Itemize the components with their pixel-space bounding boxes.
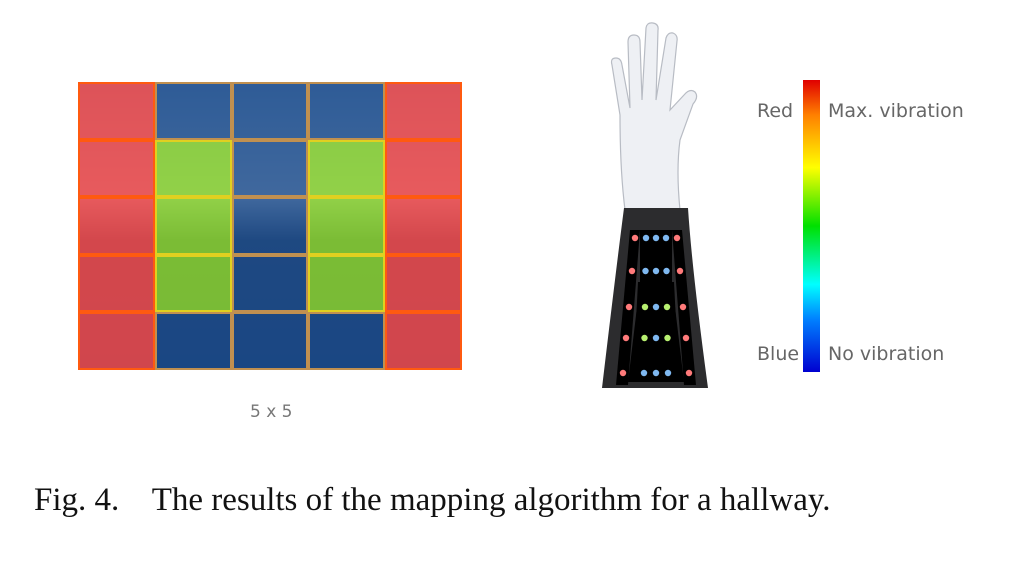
vibration-motor-dot — [662, 234, 670, 242]
grid-cell-red — [78, 139, 155, 198]
colorbar-top-label: Max. vibration — [828, 100, 964, 122]
colorbar-bottom-color: Blue — [757, 343, 800, 365]
vibration-motor-dot — [682, 334, 690, 342]
grid-cell-red — [385, 197, 462, 255]
vibration-motor-dot — [673, 234, 681, 242]
vibration-motor-dot — [641, 334, 648, 342]
colorbar-top-color: Red — [757, 100, 794, 122]
vibration-motor-dot — [652, 234, 660, 242]
vibration-motor-dot — [652, 334, 660, 342]
grid-cell-green — [154, 139, 232, 198]
vibration-motor-dot — [663, 267, 670, 275]
vibration-motor-dot — [641, 303, 649, 311]
grid-cell-green — [154, 197, 232, 255]
vibration-motor-dot — [631, 234, 639, 242]
grid-cell-blue — [308, 82, 386, 140]
caption-text: The results of the mapping algorithm for… — [151, 482, 831, 518]
grid-cell-blue — [231, 312, 309, 370]
hallway-grid-image — [78, 82, 462, 370]
vibration-motor-dot — [642, 267, 649, 275]
vibration-motor-dot — [652, 267, 660, 275]
vibration-motor-dot — [663, 303, 671, 311]
vibration-motor-dot — [640, 369, 648, 377]
grid-cell-red — [78, 197, 155, 255]
vibration-motor-dot — [664, 334, 671, 342]
vibration-motor-dot — [679, 303, 687, 311]
grid-cell-blue — [154, 82, 232, 140]
grid-cell-green — [154, 254, 232, 313]
grid-cell-blue — [308, 312, 386, 370]
vibrotactile-arm-illustration — [602, 22, 708, 388]
grid-size-label: 5 x 5 — [250, 402, 293, 422]
hand-icon — [610, 22, 698, 211]
grid-cell-red — [385, 82, 462, 140]
vibration-motor-dot — [685, 369, 693, 377]
vibration-motor-dot — [676, 267, 684, 275]
vibration-motor-dot — [628, 267, 636, 275]
grid-cell-blue — [154, 312, 232, 370]
figure-caption: Fig. 4. The results of the mapping algor… — [34, 482, 830, 519]
grid-cell-green — [308, 139, 386, 198]
grid-cell-red — [385, 254, 462, 313]
colorbar-bottom-label: No vibration — [828, 343, 945, 365]
grid-cell-green — [308, 254, 386, 313]
grid-cell-red — [385, 312, 462, 370]
vibration-motor-dot — [664, 369, 672, 377]
vibration-motor-dot — [622, 334, 630, 342]
grid-cell-red — [385, 139, 462, 198]
grid-cell-green — [308, 197, 386, 255]
vibration-motor-dot — [642, 234, 650, 242]
vibration-motor-dot — [652, 369, 660, 377]
grid-cell-blue — [231, 139, 309, 198]
grid-cell-red — [78, 82, 155, 140]
caption-label: Fig. 4. — [34, 482, 120, 518]
vibration-motor-dot — [625, 303, 633, 311]
grid-cell-blue — [231, 254, 309, 313]
vibration-motor-dot — [619, 369, 627, 377]
grid-cell-blue — [231, 197, 309, 255]
grid-cell-blue — [231, 82, 309, 140]
grid-cell-red — [78, 312, 155, 370]
grid-cell-red — [78, 254, 155, 313]
vibration-motor-dot — [652, 303, 660, 311]
vibration-colorbar — [803, 80, 820, 372]
